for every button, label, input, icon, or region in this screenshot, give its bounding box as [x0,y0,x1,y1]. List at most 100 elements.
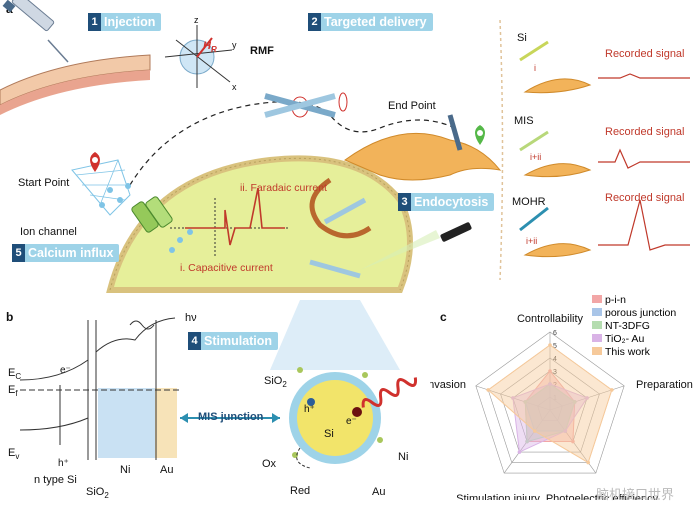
mohr-recorded-label: Recorded signal [605,192,685,204]
light-wave-icon [361,377,418,408]
radar-series-nt-3dfg [524,383,576,443]
radar-chart: 123456ControllabilityPreparationPhotoele… [430,313,693,500]
radar-grid-ring [537,396,563,421]
radar-tick-label: 4 [553,356,557,363]
radar-axis-label: Controllability [517,313,584,325]
sio2-label: SiO2 [86,486,109,501]
si-label: Si [517,32,527,44]
radar-point [610,388,614,392]
end-point-label: End Point [388,100,436,112]
legend-item-p-i-n: p-i-n [592,294,676,307]
radar-tick-label: 6 [553,330,557,337]
radar-tick-label: 1 [553,395,557,402]
sphere-sio2-label: SiO2 [264,375,287,390]
legend-item-porous-junction: porous junction [592,307,676,320]
end-point-pin-icon [475,125,485,145]
sphere-au-label: Au [372,486,386,498]
radar-point [586,460,591,465]
legend-swatch [592,295,602,303]
radar-point [532,429,537,433]
mesh-electrode [71,159,131,216]
syringe-icon [2,0,69,63]
mohr-current-label: i+ii [526,236,538,246]
sphere-electron-label: e⁻ [346,416,357,427]
radar-point [548,382,552,386]
legend-swatch [592,321,602,329]
radar-tick-label: 3 [553,369,557,376]
ev-label: Ev [8,447,20,462]
legend-item-this-work: This work [592,346,676,359]
hole-label: h⁺ [58,458,69,469]
electron-label: e⁻ [60,365,71,376]
radar-axis-label: Stimulation injury [456,493,540,500]
faradaic-label: ii. Faradaic current [240,182,327,194]
start-point-label: Start Point [18,177,70,189]
mis-current-label: i+ii [530,152,542,162]
end-rod [447,114,463,151]
calcium-ions [99,183,193,253]
endocytosis-pocket [309,177,372,239]
ion-channel-icon [131,196,173,233]
n-type-si-label: n type Si [34,474,77,486]
sphere-ni-label: Ni [398,451,409,463]
mis-junction-label: MIS junction [198,411,264,423]
internalized-rod [323,197,367,225]
au-label: Au [160,464,174,476]
tissue-layer [0,70,150,115]
rmf-label: RMF [250,45,274,57]
radar-series-tio-au [512,383,588,453]
radar-point [571,439,575,444]
radar-axis-label: Photoelectric efficiency [546,493,659,500]
legend-swatch [592,347,602,355]
ni-label: Ni [120,464,131,476]
mohr-label: MOHR [512,196,546,208]
radar-point [563,429,568,433]
neuron-target [343,132,502,181]
panel-letter-c: c [440,310,447,324]
legend-item-tio2-au: TiO₂- Au [592,333,676,346]
rotating-rod [264,92,348,118]
hv-label: hν [185,312,197,324]
radar-axis-label: Preparation [636,379,693,391]
axis-x-label: x [232,82,237,92]
start-point-pin-icon [90,152,100,172]
mis-sphere [289,367,383,469]
rmf-axes-icon [164,25,233,88]
capacitive-label: i. Capacitive current [180,262,273,274]
mesh-lines [75,159,126,206]
panel-letter-b: b [6,310,14,324]
ec-label: EC [8,367,22,382]
radar-point [572,400,577,404]
light-pointer-icon [360,222,472,270]
mis-label: MIS [514,115,534,127]
si-current-label: i [534,63,536,73]
radar-point [511,396,515,400]
legend-item-nt-3dfg: NT-3DFG [592,320,676,333]
radar-grid-ring [500,357,600,453]
radar-point [517,450,522,454]
radar-series-this-work [487,344,613,464]
radar-axis-label: Invasion [430,379,466,391]
sphere-hole-label: h⁺ [304,404,315,415]
signal-neuron-si [519,40,690,94]
ef-label: Ef [8,384,18,399]
radar-legend: p-i-n porous junction NT-3DFG TiO₂- Au T… [592,294,676,359]
radar-point [486,388,490,392]
legend-swatch [592,334,602,342]
signal-neuron-mohr [519,199,690,258]
cell-rod [309,259,361,279]
radar-point [525,439,529,444]
signal-panel-divider [499,19,504,281]
current-trace [170,187,290,258]
field-label: HR [203,40,217,55]
radar-tick-label: 5 [553,343,557,350]
radar-point [523,400,528,404]
red-label: Red [290,485,311,497]
si-recorded-label: Recorded signal [605,48,685,60]
